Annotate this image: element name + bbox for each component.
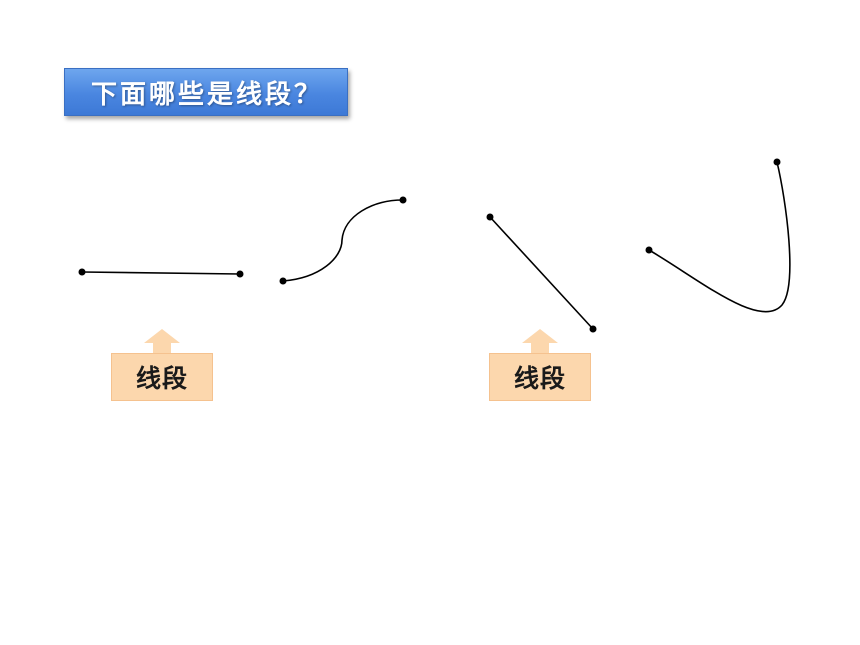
segment-tag-1-label: 线段	[135, 364, 188, 393]
segment-tag-2-label: 线段	[513, 364, 566, 393]
figure-2-curve	[279, 196, 407, 285]
segment-tag-2: 线段	[489, 329, 591, 401]
question-banner: 下面哪些是线段？	[64, 68, 348, 116]
figure-4-endpoint-a	[645, 246, 653, 254]
figure-3-endpoint-b	[589, 325, 597, 333]
figure-2-endpoint-b	[399, 196, 407, 204]
figure-1-endpoint-a	[78, 268, 86, 276]
figure-1-straight-segment	[78, 268, 244, 278]
figure-2-endpoint-a	[279, 277, 287, 285]
figure-4-curve	[645, 158, 791, 313]
figure-3-straight-segment	[486, 213, 597, 333]
up-arrow-icon	[144, 329, 180, 343]
figure-1-endpoint-b	[236, 270, 244, 278]
figure-4-path	[648, 161, 791, 313]
figure-4-endpoint-b	[773, 158, 781, 166]
figure-2-path	[282, 199, 404, 282]
up-arrow-icon	[522, 329, 558, 343]
figure-1-line	[81, 271, 241, 275]
figure-3-line	[489, 216, 594, 330]
segment-tag-1: 线段	[111, 329, 213, 401]
question-title: 下面哪些是线段？	[91, 79, 324, 110]
figure-3-endpoint-a	[486, 213, 494, 221]
